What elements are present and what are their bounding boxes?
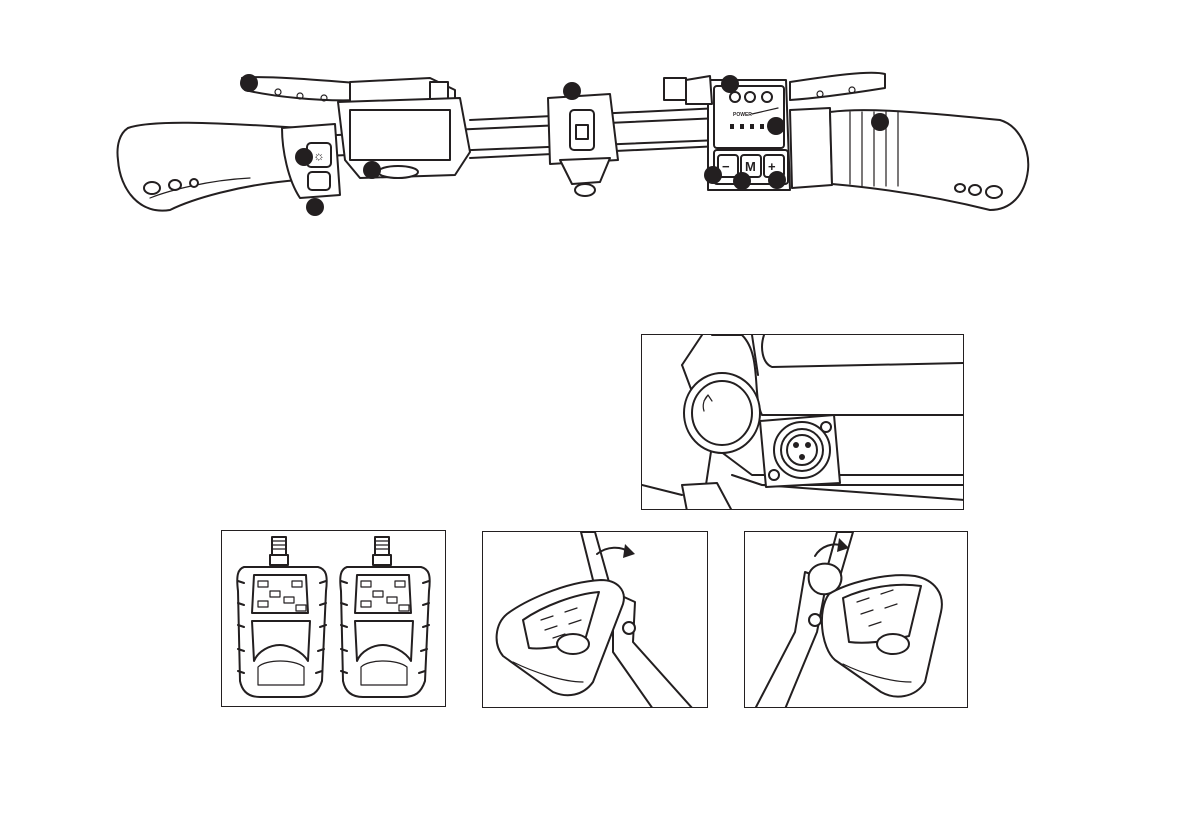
pedal-install-right-illustration — [745, 532, 968, 708]
callout-marker — [733, 172, 751, 190]
pedal-install-right-panel — [744, 531, 968, 708]
charging-port-illustration — [642, 335, 964, 510]
callout-marker — [295, 148, 313, 166]
pedal-install-left-panel — [482, 531, 708, 708]
callout-marker — [306, 198, 324, 216]
callout-marker — [721, 75, 739, 93]
left-clamp — [338, 98, 470, 178]
left-pedal — [237, 537, 326, 697]
charging-port-panel — [641, 334, 964, 510]
charging-socket — [760, 415, 840, 487]
svg-text:☼: ☼ — [313, 148, 325, 163]
callout-marker — [871, 113, 889, 131]
mode-label: M — [745, 159, 756, 174]
port-cap — [684, 373, 760, 453]
callout-marker — [563, 82, 581, 100]
callout-marker — [240, 74, 258, 92]
tilted-pedal — [497, 580, 624, 695]
callout-marker — [767, 117, 785, 135]
display-marking: POWER — [733, 112, 752, 118]
callout-marker — [704, 166, 722, 184]
pedal-pair-panel — [221, 530, 446, 707]
stem-clamp — [548, 94, 618, 196]
callout-marker — [363, 161, 381, 179]
pedal-pair-illustration — [222, 531, 446, 707]
left-grip — [117, 123, 300, 211]
minus-label: − — [722, 159, 730, 174]
handlebar-diagram: ☼ POWER — [0, 0, 1192, 250]
right-grip — [790, 108, 1028, 210]
tilted-pedal — [822, 575, 942, 696]
right-pedal — [340, 537, 429, 697]
pedal-install-left-illustration — [483, 532, 708, 708]
callout-marker — [768, 171, 786, 189]
crank-arm — [613, 592, 693, 708]
